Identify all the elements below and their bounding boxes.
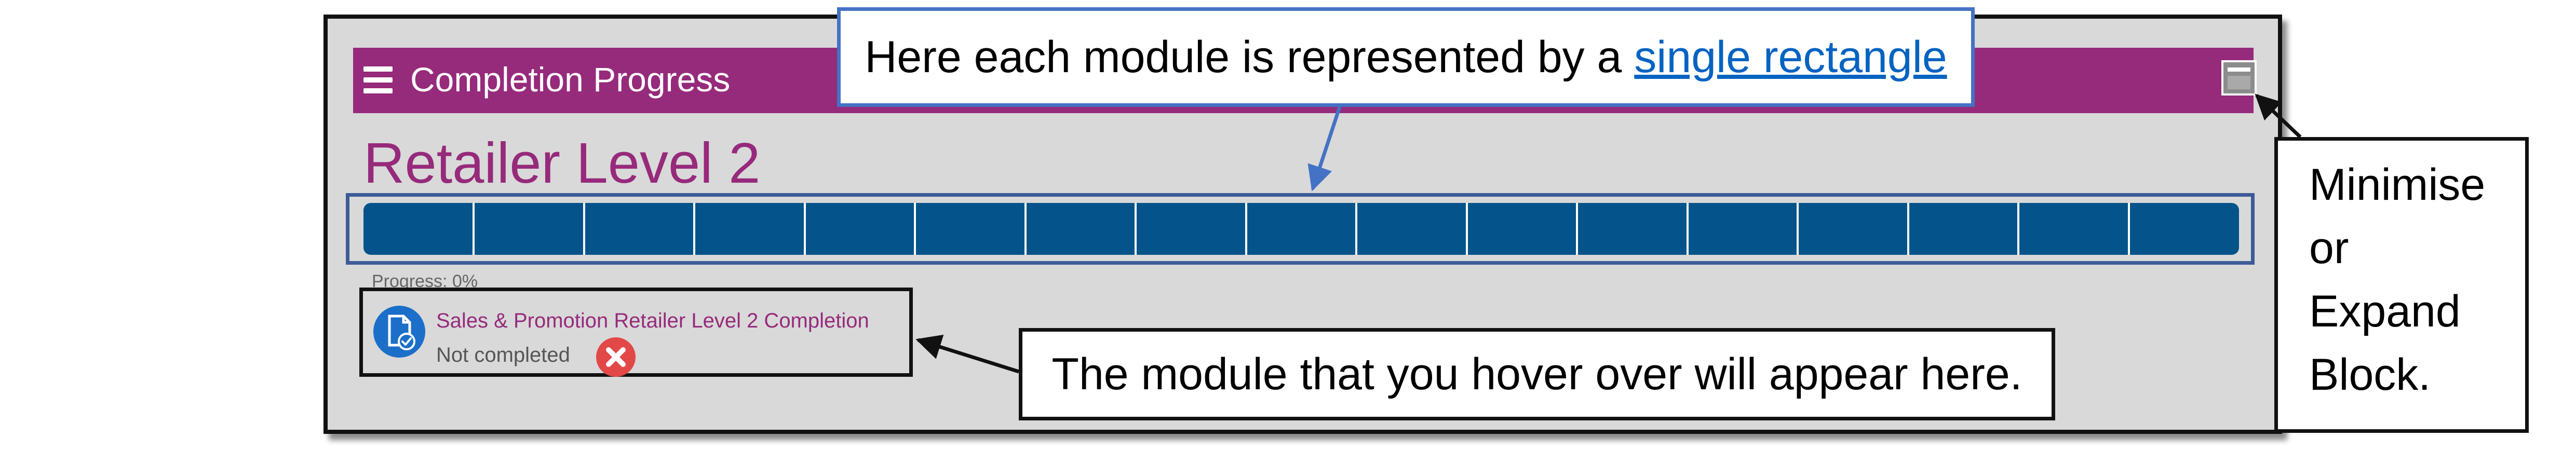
hovered-module-name[interactable]: Sales & Promotion Retailer Level 2 Compl…	[436, 309, 869, 332]
callout-minimise-line: or	[2309, 223, 2349, 273]
module-divider	[1135, 203, 1137, 255]
module-divider	[914, 203, 916, 255]
module-divider	[2017, 203, 2019, 255]
progress-bar-highlight	[346, 193, 2255, 265]
module-divider	[804, 203, 806, 255]
module-divider	[473, 203, 475, 255]
module-divider	[2128, 203, 2130, 255]
module-status: Not completed	[436, 344, 570, 366]
module-divider	[1466, 203, 1468, 255]
module-divider	[1797, 203, 1799, 255]
module-progress-bar[interactable]	[363, 203, 2239, 255]
hovered-module-box	[359, 288, 913, 377]
not-completed-icon	[596, 337, 636, 377]
callout-minimise-line: Minimise	[2309, 160, 2486, 210]
module-divider	[1024, 203, 1027, 255]
callout-single-rectangle: Here each module is represented by a sin…	[837, 7, 1975, 107]
module-divider	[1245, 203, 1247, 255]
callout-hover-text: The module that you hover over will appe…	[1051, 349, 2022, 399]
module-divider	[1687, 203, 1689, 255]
callout-minimise-line: Block.	[2309, 350, 2431, 400]
callout-top-text: Here each module is represented by a	[865, 32, 1635, 82]
block-header-title: Completion Progress	[410, 60, 731, 99]
module-divider	[1576, 203, 1578, 255]
hamburger-icon[interactable]	[363, 66, 393, 93]
single-rectangle-link[interactable]: single rectangle	[1634, 32, 1947, 82]
callout-minimise-line: Expand	[2309, 286, 2461, 336]
block-title: Retailer Level 2	[363, 131, 761, 195]
module-divider	[1907, 203, 1909, 255]
module-divider	[1355, 203, 1357, 255]
callout-hover-module: The module that you hover over will appe…	[1019, 328, 2055, 420]
module-divider	[693, 203, 695, 255]
module-document-icon	[373, 306, 425, 358]
module-divider	[583, 203, 585, 255]
callout-minimise-expand: Minimise or Expand Block.	[2274, 137, 2529, 433]
block-toggle-icon[interactable]	[2221, 60, 2257, 95]
